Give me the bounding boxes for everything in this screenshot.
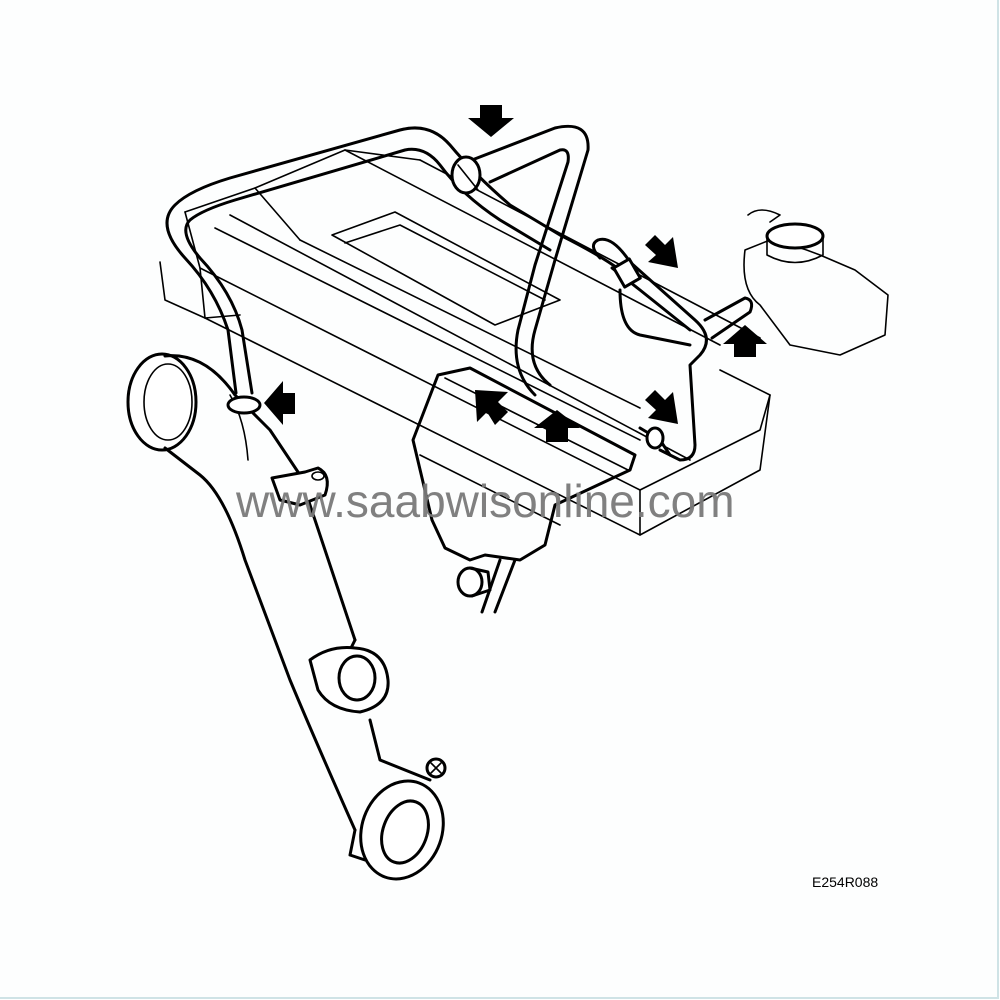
- callout-arrows: [264, 105, 767, 442]
- arrow-up-left-icon: [475, 390, 508, 425]
- arrow-down-right-icon: [645, 390, 678, 424]
- arrow-up-icon: [723, 325, 767, 357]
- figure-code: E254R088: [812, 874, 879, 890]
- right-hose: [592, 237, 754, 462]
- arrow-up-icon: [534, 410, 580, 442]
- top-hose: [450, 124, 590, 397]
- watermark-text: www.saabwisonline.com: [236, 475, 735, 527]
- intake-pipe: [126, 352, 447, 881]
- left-hose: [165, 126, 622, 395]
- arrow-down-right-icon: [645, 235, 678, 268]
- arrow-down-icon: [468, 105, 514, 137]
- intake-manifold: [159, 149, 771, 536]
- arrow-left-icon: [264, 381, 295, 425]
- reservoir-box: [411, 366, 637, 614]
- expansion-tank: [743, 209, 889, 356]
